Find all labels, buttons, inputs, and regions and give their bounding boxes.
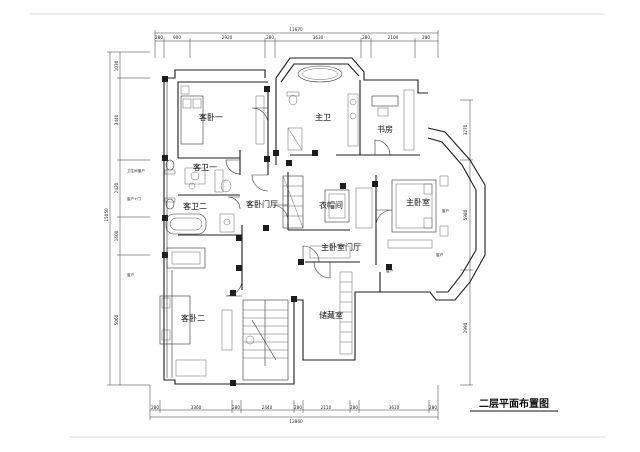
right-note-2: 窗户 (436, 252, 444, 257)
top-dim-7: 2100 (388, 35, 399, 40)
guest-bed-1-furniture (180, 85, 265, 145)
room-label-guest-bed-2: 客卧二 (181, 313, 205, 323)
master-bed-furniture (387, 175, 449, 249)
right-note-1: 窗户 (442, 208, 450, 213)
top-dimensions: 11670 280 900 2920 280 3630 280 2100 280 (154, 27, 439, 58)
right-dim-2: 5980 (463, 209, 468, 220)
top-total-dimension: 11670 (289, 27, 303, 32)
room-label-guest-hall: 客卧门厅 (246, 199, 278, 209)
left-dim-5: 5060 (114, 314, 119, 325)
guest-bath-2-fixtures (164, 197, 235, 235)
room-label-wardrobe: 衣帽间 (319, 200, 343, 210)
room-labels: 客卧一 主卫 书房 客卫一 客卫二 客卧门厅 衣帽间 主卧室 主卧室门厅 储藏室… (181, 112, 430, 323)
top-dim-6: 280 (362, 35, 370, 40)
room-label-study: 书房 (377, 124, 393, 134)
top-dim-3: 2920 (222, 35, 233, 40)
room-label-master-bed: 主卧室 (406, 197, 430, 207)
study-furniture (371, 89, 415, 151)
interior-walls (178, 78, 420, 290)
left-dimensions: 15050 1030 3440 2420 1600 5060 卫生间窗户 窗户+… (104, 51, 150, 386)
bottom-dimensions: 280 3360 280 2440 280 2110 280 3610 280 … (149, 385, 439, 424)
right-dim-1: 3270 (463, 124, 468, 135)
left-dim-2: 3440 (114, 114, 119, 125)
right-dimensions: 3270 5980 2990 窗户 窗户 窗户 (386, 99, 473, 386)
bottom-dim-8: 3610 (389, 405, 400, 410)
top-dim-8: 280 (422, 35, 430, 40)
left-dim-3: 2420 (114, 182, 119, 193)
left-total-dimension: 15050 (104, 208, 109, 222)
room-label-guest-bath-1: 客卫一 (193, 162, 217, 172)
hall-cabinet (309, 245, 351, 259)
bottom-dim-9: 280 (429, 405, 437, 410)
left-note-1: 卫生间窗户 (127, 168, 145, 173)
guest-bath-1-fixtures (164, 159, 232, 193)
bottom-dim-6: 2110 (321, 405, 332, 410)
bottom-total-dimension: 12860 (289, 419, 303, 424)
left-note-2: 窗户+门 (127, 196, 141, 201)
room-label-master-bath: 主卫 (315, 112, 331, 122)
top-dim-5: 3630 (313, 35, 324, 40)
bottom-dim-2: 3360 (191, 405, 202, 410)
top-dim-1: 280 (155, 35, 163, 40)
right-note-3: 窗户 (386, 268, 394, 273)
left-dim-4: 1600 (114, 230, 119, 241)
bottom-dim-4: 2440 (262, 405, 273, 410)
bottom-dim-7: 280 (350, 405, 358, 410)
room-label-guest-bath-2: 客卫二 (183, 201, 207, 211)
top-dim-4: 280 (266, 35, 274, 40)
right-dim-3: 2990 (463, 322, 468, 333)
wardrobe-fixtures (282, 175, 373, 229)
left-dim-1: 1030 (114, 60, 119, 71)
room-label-guest-bed-1: 客卧一 (199, 112, 223, 122)
room-label-storage: 储藏室 (319, 310, 343, 320)
bottom-dim-5: 280 (294, 405, 302, 410)
master-bath-fixtures (286, 65, 359, 151)
room-label-master-hall: 主卧室门厅 (321, 242, 361, 252)
drawing-title: 二层平面布置图 (479, 397, 549, 410)
top-dim-2: 900 (173, 35, 181, 40)
guest-bed-2-furniture (159, 247, 233, 377)
staircase (242, 299, 289, 381)
exterior-walls (162, 57, 486, 386)
storage-shelving (339, 271, 353, 355)
furniture (159, 65, 449, 381)
left-note-3: 窗户 (127, 272, 135, 277)
bottom-dim-1: 280 (151, 405, 159, 410)
bottom-dim-3: 280 (232, 405, 240, 410)
